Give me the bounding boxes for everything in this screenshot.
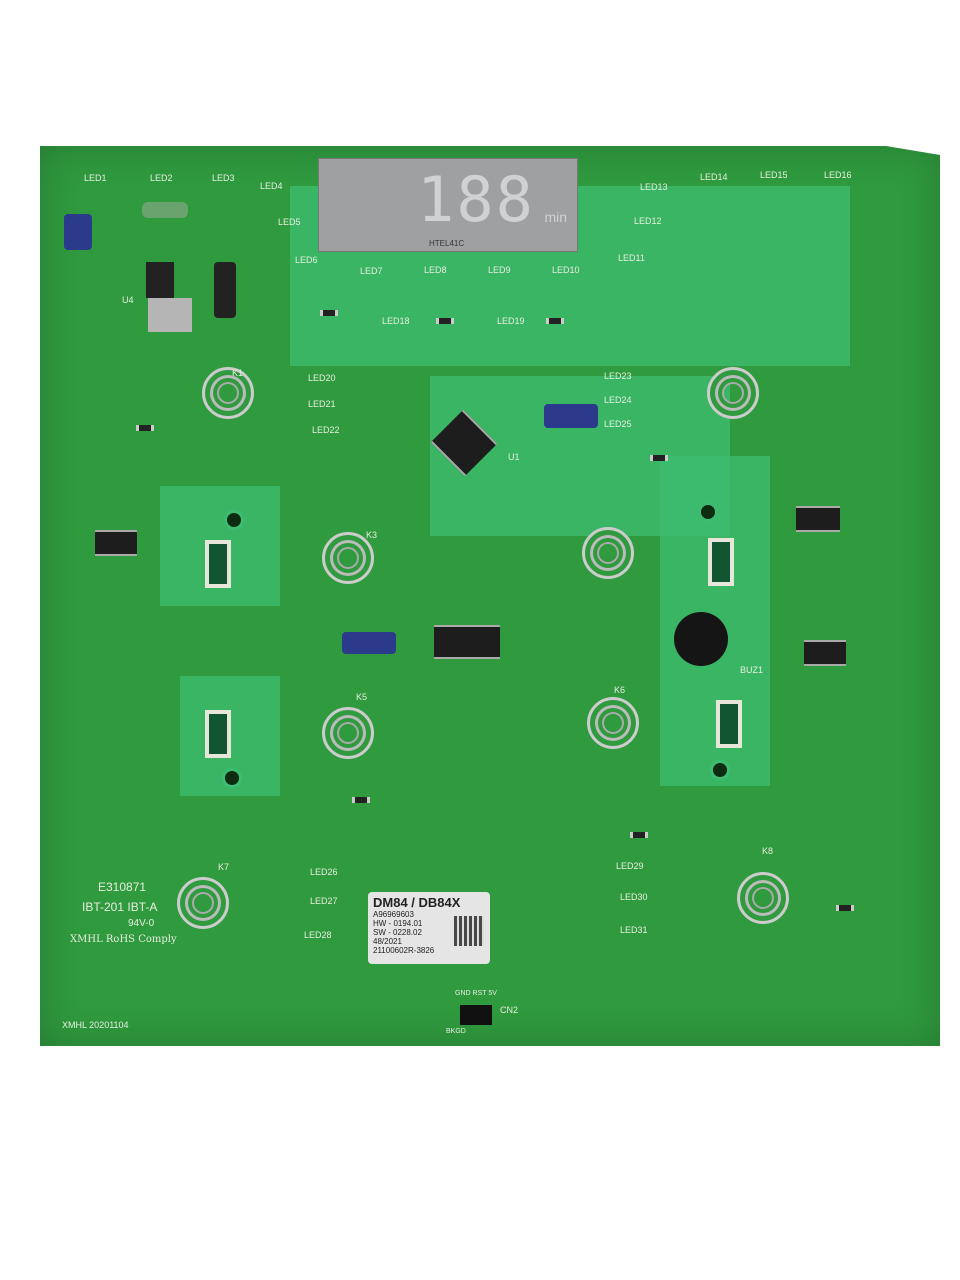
ic-u5 [804,640,846,666]
bkgd-label: BKGD [446,1028,466,1035]
silkscreen-led5: LED5 [278,217,301,227]
silkscreen-led24: LED24 [604,395,632,405]
buzzer [674,612,728,666]
mounting-slot [716,700,742,748]
key-spring-k3[interactable] [322,532,374,584]
silkscreen-led11: LED11 [618,253,645,263]
smd-component [320,310,338,316]
silkscreen-led27: LED27 [310,896,338,906]
key-spring-k6[interactable] [587,697,639,749]
silkscreen-led2: LED2 [150,173,173,183]
key-spring-k1[interactable] [202,367,254,419]
mounting-hole [710,760,730,780]
ic-u6 [95,530,137,556]
silkscreen-led30: LED30 [620,892,648,902]
resistor [142,202,188,218]
silkscreen-led15: LED15 [760,170,788,180]
capacitor [64,214,92,250]
datamatrix-code [454,916,484,946]
display-unit: min [544,209,567,225]
smd-component [650,455,668,461]
board-date: XMHL 20201104 [62,1020,129,1030]
silkscreen-k8: K8 [762,846,774,856]
silkscreen-led31: LED31 [620,925,648,935]
display-part-number: HTEL41C [429,239,465,248]
silkscreen-led8: LED8 [424,265,447,275]
silkscreen-led26: LED26 [310,867,338,877]
silkscreen-u4: U4 [122,295,134,305]
silkscreen-led28: LED28 [304,930,332,940]
regulator-heatsink [148,298,192,332]
date-code: 48/2021 [373,937,402,946]
silkscreen-k6: K6 [614,685,626,695]
silkscreen-k1: K1 [232,368,244,378]
product-label: DM84 / DB84X A96969603 HW - 0194.01 SW -… [368,892,490,964]
silkscreen-buzzer: BUZ1 [740,665,764,675]
silkscreen-k5: K5 [356,692,368,702]
ul-rating: 94V-0 [128,918,155,929]
key-spring-k7[interactable] [177,877,229,929]
silkscreen-k7: K7 [218,862,230,872]
silkscreen-led23: LED23 [604,371,632,381]
silkscreen-led25: LED25 [604,419,632,429]
silkscreen-led19: LED19 [497,316,525,326]
model-number: DM84 / DB84X [373,895,461,910]
mounting-hole [224,510,244,530]
software-version: SW - 0228.02 [373,928,422,937]
part-number: A96969603 [373,910,414,919]
smd-component [136,425,154,431]
silkscreen-led10: LED10 [552,265,580,275]
rohs-marking: XMHL RoHS Comply [70,934,177,945]
capacitor [544,404,598,428]
mounting-hole [222,768,242,788]
capacitor [342,632,396,654]
ic-u3 [796,506,840,532]
pcb-board [40,146,940,1046]
key-spring-k8[interactable] [737,872,789,924]
mounting-slot [708,538,734,586]
key-spring-k4[interactable] [582,527,634,579]
silkscreen-led3: LED3 [212,173,235,183]
connector-label: CN2 [500,1005,519,1015]
silkscreen-k3: K3 [366,530,378,540]
display-digits: 188 [417,163,535,236]
connector-pins: GND RST 5V [455,990,497,997]
silkscreen-u1: U1 [508,452,520,462]
ic-u2 [434,625,500,659]
key-spring-k5[interactable] [322,707,374,759]
key-spring-k2[interactable] [707,367,759,419]
smd-component [436,318,454,324]
smd-component [352,797,370,803]
silkscreen-led14: LED14 [700,172,728,182]
hardware-version: HW - 0194.01 [373,919,423,928]
silkscreen-led6: LED6 [295,255,318,265]
capacitor [214,262,236,318]
silkscreen-led29: LED29 [616,861,644,871]
seven-segment-display: 188 min HTEL41C [318,158,578,252]
silkscreen-led22: LED22 [312,425,340,435]
silkscreen-led12: LED12 [634,216,662,226]
silkscreen-led18: LED18 [382,316,410,326]
regulator-u4 [146,262,174,298]
silkscreen-led9: LED9 [488,265,511,275]
smd-component [836,905,854,911]
silkscreen-led7: LED7 [360,266,383,276]
mounting-slot [205,710,231,758]
silkscreen-led21: LED21 [308,399,336,409]
serial-number: 21100602R-3826 [373,946,435,955]
silkscreen-led16: LED16 [824,170,852,180]
mounting-slot [205,540,231,588]
silkscreen-led20: LED20 [308,373,336,383]
cert-code: E310871 [98,880,147,894]
mounting-hole [698,502,718,522]
ibt-marking: IBT-201 IBT-A [82,900,158,914]
silkscreen-led1: LED1 [84,173,107,183]
silkscreen-led4: LED4 [260,181,283,191]
connector-cn2[interactable] [460,1005,492,1025]
smd-component [546,318,564,324]
smd-component [630,832,648,838]
silkscreen-led13: LED13 [640,182,668,192]
